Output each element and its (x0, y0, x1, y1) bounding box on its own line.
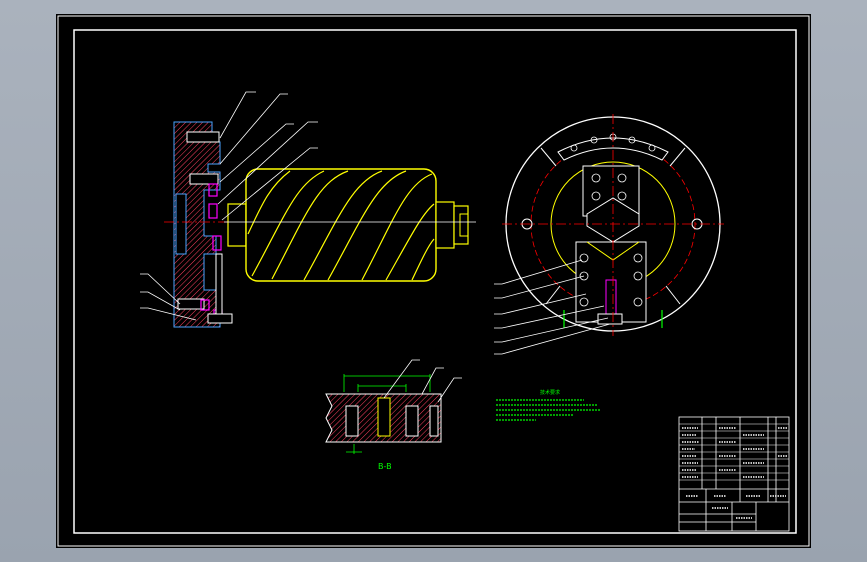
bolt-top (186, 131, 220, 143)
lower-block-holes (579, 253, 643, 307)
screw-rotor (224, 168, 476, 282)
bolt-low (177, 298, 205, 310)
top-arc-slot (557, 137, 669, 161)
rotor-shaft-end (459, 213, 469, 237)
foot-screw-shank (215, 253, 223, 315)
notes-title: 技术要求 (540, 389, 560, 396)
clamp-screw-head (597, 313, 623, 325)
rotor-shaft-right-1 (435, 201, 455, 249)
bolt-mid (189, 173, 219, 185)
helix-5 (361, 173, 433, 281)
pin-middle (208, 203, 218, 219)
leaders-right (494, 259, 611, 355)
inner-frame (73, 29, 797, 534)
leaders-left (140, 91, 318, 321)
helix-2 (271, 170, 349, 280)
chord-bottom-left (545, 285, 561, 305)
v-jaw (586, 197, 640, 243)
fixture-side-view (164, 121, 234, 328)
outer-frame (57, 15, 810, 547)
chord-top-left (540, 147, 557, 167)
bb-bolt-3 (405, 405, 419, 437)
notes-lines (496, 399, 601, 421)
rotor-shaft-right-2 (453, 205, 469, 245)
chord-top-right (669, 147, 686, 167)
helix-8 (411, 238, 435, 281)
bb-bolt-1 (345, 405, 359, 437)
helix-1 (251, 170, 325, 277)
pin-bottom-a (200, 299, 210, 311)
title-block-rows (679, 423, 789, 481)
foot-screw-head (207, 313, 233, 324)
chord-bottom-right (665, 285, 681, 305)
clamp-screw (605, 279, 617, 317)
rotor-shaft-left (227, 203, 247, 247)
pin-lower (212, 235, 222, 251)
upper-block-holes (591, 173, 627, 201)
helix-6 (385, 203, 435, 281)
engineering-drawing: B-B 技术要求 (57, 15, 810, 547)
title-block (678, 416, 790, 532)
helix-7 (247, 170, 291, 235)
bb-leaders (383, 359, 462, 403)
bb-dimensions (343, 374, 431, 454)
bb-pin (429, 405, 439, 437)
pin-upper (208, 183, 218, 197)
drawing-sheet: B-B 技术要求 (56, 14, 811, 548)
section-bb: B-B (325, 359, 462, 471)
technical-notes: 技术要求 (496, 389, 601, 421)
bb-bolt-2 (377, 397, 391, 437)
end-view (502, 114, 724, 336)
fixture-plate-core (175, 193, 187, 255)
title-block-text-strokes (682, 427, 787, 519)
section-label: B-B (378, 462, 392, 471)
helix-4 (327, 170, 407, 281)
helix-3 (303, 170, 383, 281)
